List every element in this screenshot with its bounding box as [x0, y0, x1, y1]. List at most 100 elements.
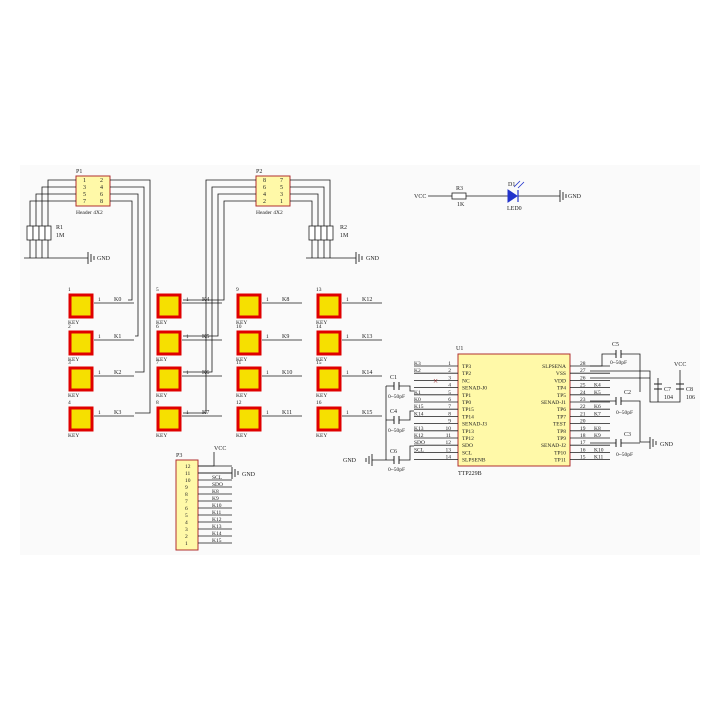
chip-pin-number: 14: [446, 455, 452, 461]
r1-element-3: [38, 225, 46, 241]
chip-pin-name: TP8: [557, 429, 566, 435]
touch-pad: [156, 293, 182, 319]
r1-value: 1M: [56, 233, 65, 239]
key-label: KEY: [236, 433, 247, 439]
chip-pin-number: 25: [580, 383, 586, 389]
chip-pin-name: SENAD-J1: [541, 400, 566, 406]
left-capacitors: C1 0~50pF C4 0~50pF C6 0~50pF GND: [343, 375, 414, 473]
chip-body: [457, 353, 571, 467]
p3-pin-net: K15: [212, 538, 222, 544]
c2-value: 0~50pF: [616, 410, 633, 416]
c6-value: 0~50pF: [388, 467, 405, 473]
left-gnd-label: GND: [343, 458, 357, 464]
key-net: K15: [362, 410, 372, 416]
key-pin: 1: [98, 297, 101, 303]
p3-body: [175, 459, 199, 551]
p3-vcc-label: VCC: [214, 446, 226, 452]
header-pin-number: 5: [280, 185, 283, 191]
c1-value: 0~50pF: [388, 394, 405, 400]
key-pin: 1: [346, 410, 349, 416]
chip-pin-name: TEST: [553, 422, 567, 428]
nc-mark-icon: ×: [433, 376, 438, 386]
key-net: K5: [202, 334, 209, 340]
key-number: 16: [316, 400, 322, 406]
chip-pin-number: 3: [448, 375, 451, 381]
chip-pin-name: VDD: [554, 378, 566, 384]
chip-pin-name: TP13: [462, 429, 474, 435]
p1-to-keys-wires: [110, 179, 151, 414]
p3-pin-number: 2: [185, 534, 188, 540]
r1-element-2: [32, 225, 40, 241]
key-net: K12: [362, 297, 372, 303]
key-number: 10: [236, 324, 242, 330]
chip-pin-number: 22: [580, 404, 586, 410]
key-net: K3: [114, 410, 121, 416]
chip-pin-number: 13: [446, 447, 452, 453]
header-pin-number: 6: [263, 185, 266, 191]
key-net: K10: [282, 370, 292, 376]
key-pin: 1: [186, 297, 189, 303]
c5-ref: C5: [612, 342, 619, 348]
key-net: K11: [282, 410, 292, 416]
chip-pin-number: 23: [580, 397, 586, 403]
chip-pin-number: 4: [448, 383, 451, 389]
c1-ref: C1: [390, 375, 397, 381]
chip-pin-net: K4: [594, 383, 601, 389]
header-p2-body: [255, 175, 291, 207]
header-p2-name: Header 4X2: [256, 210, 283, 216]
key-pin: 1: [98, 410, 101, 416]
key-number: 7: [156, 360, 159, 366]
header-p1-name: Header 4X2: [76, 210, 103, 216]
touch-pad: [316, 293, 342, 319]
chip-pin-number: 28: [580, 361, 586, 367]
p3-pin-number: 5: [185, 513, 188, 519]
key-net: K6: [202, 370, 209, 376]
c2-ref: C2: [624, 390, 631, 396]
key-label: KEY: [236, 393, 247, 399]
key-pin: 1: [346, 334, 349, 340]
chip-pin-net: K10: [594, 447, 604, 453]
chip-ref: U1: [456, 346, 463, 352]
chip-pin-name: TP7: [557, 414, 566, 420]
header-pin-number: 2: [100, 178, 103, 184]
chip-pin-number: 2: [448, 368, 451, 374]
key-number: 12: [236, 400, 242, 406]
header-pin-number: 6: [100, 192, 103, 198]
chip-pin-name: TP0: [462, 400, 471, 406]
key-label: KEY: [316, 320, 327, 326]
key-pin: 1: [98, 334, 101, 340]
r1-ref: R1: [56, 225, 63, 231]
p2-to-keys-wires: [183, 179, 256, 414]
chip-pin-net: K0: [414, 397, 421, 403]
chip-name: TTP229B: [458, 471, 482, 477]
resistor-array-r2: R2 1M: [306, 215, 356, 259]
c3-value: 0~50pF: [616, 452, 633, 458]
header-pin-number: 1: [280, 199, 283, 205]
key-number: 2: [68, 324, 71, 330]
r1-element-1: [26, 225, 34, 241]
chip-pin-net: K8: [594, 426, 601, 432]
key-pin: 1: [266, 370, 269, 376]
chip-pin-net: K14: [414, 411, 424, 417]
p3-pin-net: K9: [212, 496, 219, 502]
key-label: KEY: [236, 320, 247, 326]
key-label: KEY: [156, 393, 167, 399]
p3-pin-net: K13: [212, 524, 222, 530]
p3-pin-number: 7: [185, 499, 188, 505]
p3-pin-number: 6: [185, 506, 188, 512]
r2-element-3: [320, 225, 328, 241]
touch-pad: [68, 330, 94, 356]
key-pin: 1: [346, 297, 349, 303]
touch-pad: [316, 406, 342, 432]
chip-pin-name: TP15: [462, 407, 474, 413]
led-gnd-label: GND: [568, 194, 582, 200]
key-number: 4: [68, 400, 71, 406]
chip-pin-name: TP2: [462, 371, 471, 377]
key-label: KEY: [236, 357, 247, 363]
